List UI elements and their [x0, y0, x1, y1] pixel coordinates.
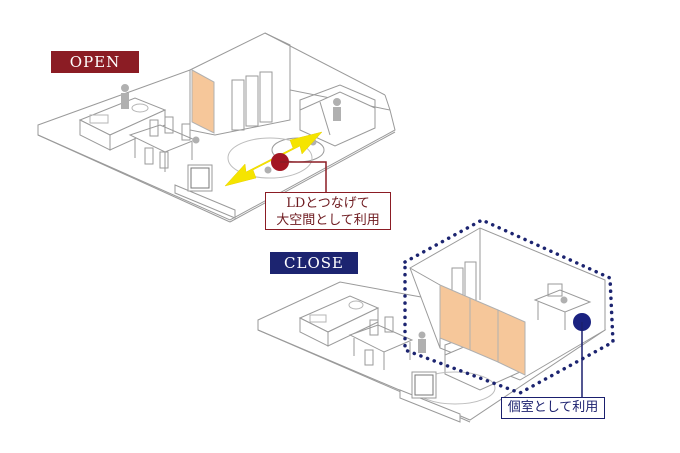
- open-callout-line2: 大空間として利用: [276, 213, 380, 228]
- open-callout: LDとつなげて 大空間として利用: [265, 192, 391, 230]
- close-dining-table: [348, 324, 414, 353]
- open-callout-line1: LDとつなげて: [286, 196, 370, 211]
- open-badge: OPEN: [51, 51, 139, 73]
- close-callout: 個室として利用: [501, 397, 605, 419]
- close-badge: CLOSE: [270, 252, 358, 274]
- open-room-illustration: [37, 32, 396, 223]
- close-partition-panels: [439, 284, 526, 376]
- open-leader-line: [280, 161, 327, 192]
- open-partition-panel: [191, 69, 215, 134]
- open-tv-stand: [174, 184, 236, 219]
- close-room-outline: [403, 218, 615, 395]
